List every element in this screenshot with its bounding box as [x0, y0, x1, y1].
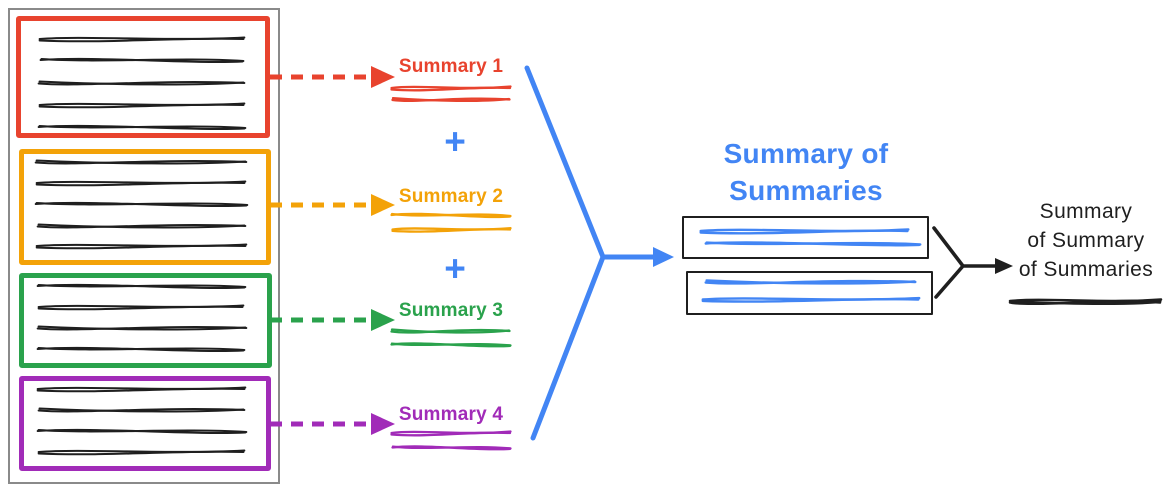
- final-scribble: [1008, 298, 1163, 305]
- summary-1-label: Summary 1: [398, 56, 504, 77]
- plus-separator-2: +: [444, 248, 466, 289]
- merged-summary-box-2: [686, 271, 933, 315]
- plus-separator-1: +: [444, 121, 466, 162]
- summary-2-label: Summary 2: [398, 186, 504, 207]
- dashed-arrow-1: [270, 66, 395, 88]
- document-1-box: [16, 16, 270, 138]
- summary-of-summaries-title: Summary of Summaries: [723, 138, 889, 206]
- summary-4-scribble: [390, 430, 512, 451]
- merge-arrowhead-icon: [653, 247, 674, 267]
- summary-4-label: Summary 4: [398, 404, 504, 425]
- document-3-box: [19, 273, 272, 368]
- summary-2-scribble: [390, 212, 512, 233]
- document-4-box: [19, 376, 271, 471]
- dashed-arrow-4: [270, 413, 395, 435]
- merge-connector: [524, 65, 674, 441]
- summary-3-label: Summary 3: [398, 300, 504, 321]
- document-2-box: [19, 149, 271, 265]
- summary-3-scribble: [390, 328, 512, 348]
- dashed-arrow-2: [270, 194, 395, 216]
- final-summary-title: Summary of Summary of Summaries: [1018, 200, 1154, 281]
- merged-summary-box-1: [682, 216, 929, 259]
- dashed-arrow-3: [270, 309, 395, 331]
- summary-1-scribble: [390, 85, 512, 102]
